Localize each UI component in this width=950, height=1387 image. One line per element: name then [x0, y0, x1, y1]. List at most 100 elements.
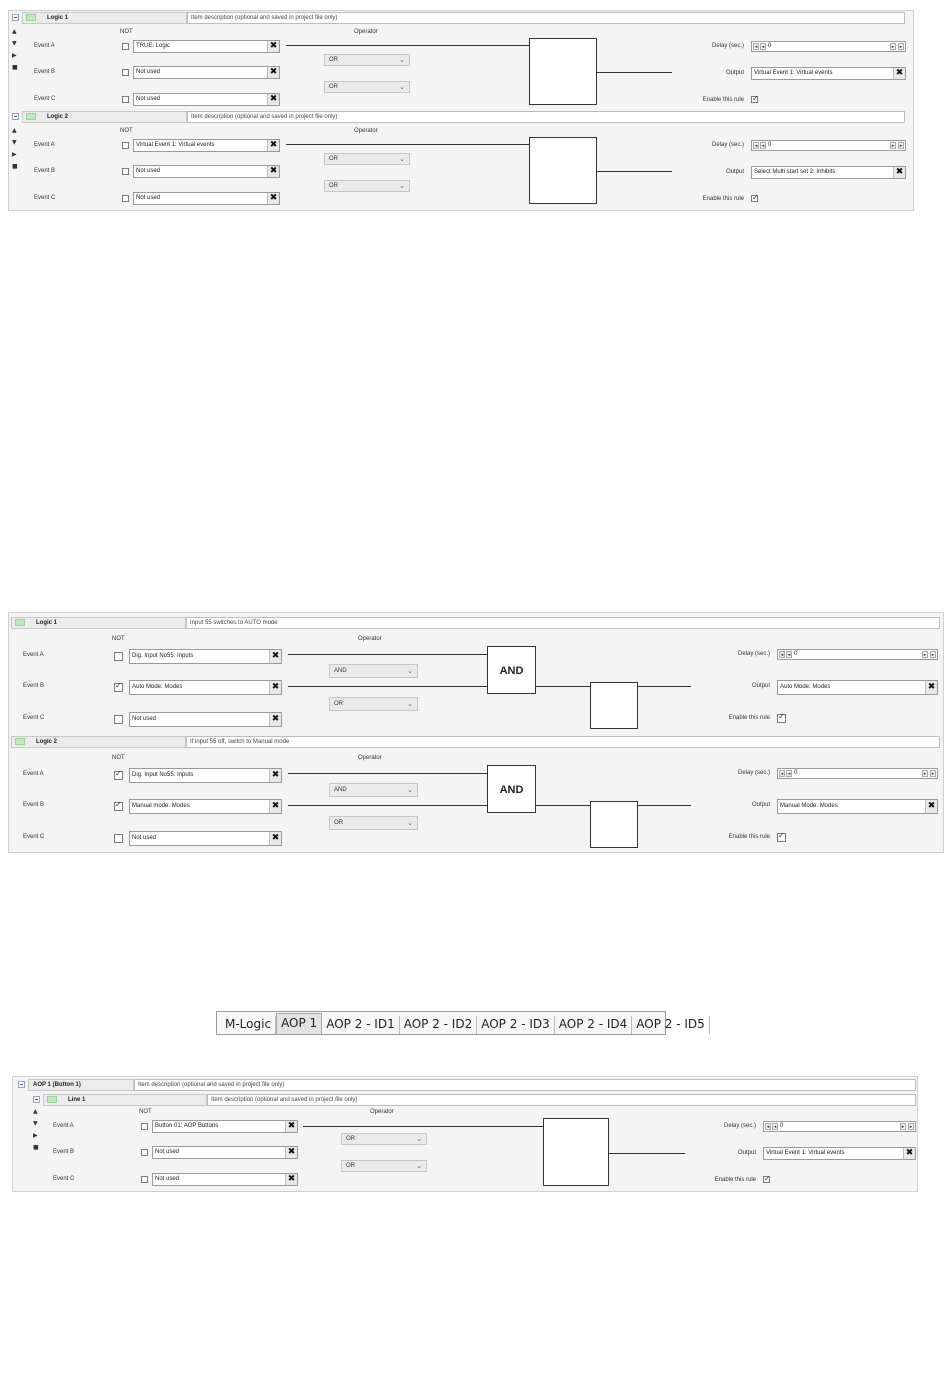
event-input[interactable]: Dig. Input No55: Inputs [129, 649, 282, 664]
step-forward-icon[interactable]: ▸ [922, 770, 928, 777]
clear-icon[interactable]: ✖ [267, 193, 279, 204]
event-input[interactable]: Not used [152, 1146, 298, 1159]
not-checkbox[interactable] [122, 43, 129, 50]
move-up-icon[interactable]: ▲ [33, 1108, 38, 1115]
enable-checkbox[interactable] [751, 193, 759, 202]
clear-icon[interactable]: ✖ [267, 41, 279, 52]
move-down-icon[interactable]: ▼ [12, 40, 17, 47]
output-input[interactable]: Manual Mode: Modes [777, 799, 938, 814]
clear-icon[interactable]: ✖ [285, 1121, 297, 1132]
collapse-toggle-icon[interactable] [12, 14, 19, 21]
clear-icon[interactable]: ✖ [893, 167, 905, 178]
event-input[interactable]: TRUE: Logic [133, 40, 280, 53]
rule-description-field[interactable]: Input 55 switches to AUTO mode [186, 617, 940, 629]
clear-icon[interactable]: ✖ [269, 650, 281, 663]
clear-icon[interactable]: ✖ [903, 1148, 915, 1159]
rule-description-field[interactable]: If input 55 off, switch to Manual mode [186, 736, 940, 748]
event-input[interactable]: Not used [133, 66, 280, 79]
tab-item[interactable]: AOP 2 - ID3 [477, 1016, 555, 1034]
output-input[interactable]: Auto Mode: Modes [777, 680, 938, 695]
delay-spinner[interactable]: ◂◂0▸▸ [763, 1121, 916, 1132]
delay-spinner[interactable]: ◂◂0▸▸ [777, 649, 938, 660]
clear-icon[interactable]: ✖ [267, 166, 279, 177]
not-checkbox[interactable] [122, 195, 129, 202]
not-checkbox[interactable] [114, 834, 123, 843]
operator-select[interactable]: OR⌄ [324, 153, 410, 165]
clear-icon[interactable]: ✖ [267, 67, 279, 78]
clear-icon[interactable]: ✖ [269, 769, 281, 782]
event-input[interactable]: Not used [133, 93, 280, 106]
step-back-icon[interactable]: ◂ [772, 1123, 778, 1130]
group-description-field[interactable]: Item description (optional and saved in … [134, 1079, 916, 1091]
delay-spinner[interactable]: ◂◂0▸▸ [777, 768, 938, 779]
operator-select[interactable]: OR⌄ [324, 180, 410, 192]
operator-select[interactable]: AND⌄ [329, 783, 418, 797]
rule-description-field[interactable]: Item description (optional and saved in … [187, 12, 905, 24]
event-input[interactable]: Not used [133, 165, 280, 178]
output-input[interactable]: Virtual Event 1: Virtual events [751, 67, 906, 80]
tab-item[interactable]: AOP 2 - ID4 [555, 1016, 633, 1034]
not-checkbox[interactable] [122, 96, 129, 103]
delay-spinner[interactable]: ◂◂0▸▸ [751, 140, 906, 151]
step-back-icon[interactable]: ◂ [786, 770, 792, 777]
event-input[interactable]: Not used [152, 1173, 298, 1186]
not-checkbox[interactable] [114, 800, 123, 811]
operator-select[interactable]: OR⌄ [341, 1160, 427, 1172]
not-checkbox[interactable] [122, 168, 129, 175]
clear-icon[interactable]: ✖ [925, 800, 937, 813]
delay-spinner[interactable]: ◂◂0▸▸ [751, 41, 906, 52]
step-back-icon[interactable]: ◂ [760, 43, 766, 50]
not-checkbox[interactable] [122, 69, 129, 76]
tab-item[interactable]: AOP 2 - ID5 [632, 1016, 710, 1034]
enable-checkbox[interactable] [751, 94, 759, 103]
move-up-icon[interactable]: ▲ [12, 127, 17, 134]
operator-select[interactable]: OR⌄ [324, 54, 410, 66]
event-input[interactable]: Virtual Event 1: Virtual events [133, 139, 280, 152]
clear-icon[interactable]: ✖ [269, 713, 281, 726]
step-forward-icon[interactable]: ▸ [890, 142, 896, 149]
not-checkbox[interactable] [141, 1176, 148, 1183]
clear-icon[interactable]: ✖ [269, 800, 281, 813]
event-input[interactable]: Not used [129, 712, 282, 727]
not-checkbox[interactable] [114, 652, 123, 661]
operator-select[interactable]: AND⌄ [329, 664, 418, 678]
operator-select[interactable]: OR⌄ [329, 697, 418, 711]
tab-item[interactable]: AOP 1 [276, 1013, 323, 1034]
decrement-icon[interactable]: ◂ [753, 43, 759, 50]
stop-icon[interactable]: ■ [12, 163, 18, 170]
event-input[interactable]: Button 01: AOP Buttons [152, 1120, 298, 1133]
move-right-icon[interactable]: ▶ [12, 151, 17, 158]
step-back-icon[interactable]: ◂ [760, 142, 766, 149]
step-forward-icon[interactable]: ▸ [922, 651, 928, 658]
clear-icon[interactable]: ✖ [925, 681, 937, 694]
increment-icon[interactable]: ▸ [908, 1123, 914, 1130]
step-back-icon[interactable]: ◂ [786, 651, 792, 658]
rule-description-field[interactable]: Item description (optional and saved in … [187, 111, 905, 123]
clear-icon[interactable]: ✖ [285, 1174, 297, 1185]
not-checkbox[interactable] [141, 1123, 148, 1130]
not-checkbox[interactable] [114, 769, 123, 780]
not-checkbox[interactable] [141, 1149, 148, 1156]
step-forward-icon[interactable]: ▸ [890, 43, 896, 50]
collapse-toggle-icon[interactable] [12, 113, 19, 120]
stop-icon[interactable]: ■ [12, 64, 18, 71]
move-down-icon[interactable]: ▼ [12, 139, 17, 146]
increment-icon[interactable]: ▸ [930, 770, 936, 777]
operator-select[interactable]: OR⌄ [329, 816, 418, 830]
not-checkbox[interactable] [114, 715, 123, 724]
event-input[interactable]: Auto Mode: Modes [129, 680, 282, 695]
operator-select[interactable]: OR⌄ [341, 1133, 427, 1145]
operator-select[interactable]: OR⌄ [324, 81, 410, 93]
tab-item[interactable]: M-Logic [221, 1016, 277, 1034]
step-forward-icon[interactable]: ▸ [900, 1123, 906, 1130]
enable-checkbox[interactable] [763, 1174, 771, 1183]
output-input[interactable]: Select Multi start set 2: Inhibits [751, 166, 906, 179]
clear-icon[interactable]: ✖ [893, 68, 905, 79]
tab-item[interactable]: AOP 2 - ID1 [322, 1016, 400, 1034]
event-input[interactable]: Not used [133, 192, 280, 205]
decrement-icon[interactable]: ◂ [765, 1123, 771, 1130]
event-input[interactable]: Not used [129, 831, 282, 846]
clear-icon[interactable]: ✖ [285, 1147, 297, 1158]
collapse-toggle-icon[interactable] [33, 1096, 40, 1103]
enable-checkbox[interactable] [777, 831, 786, 842]
